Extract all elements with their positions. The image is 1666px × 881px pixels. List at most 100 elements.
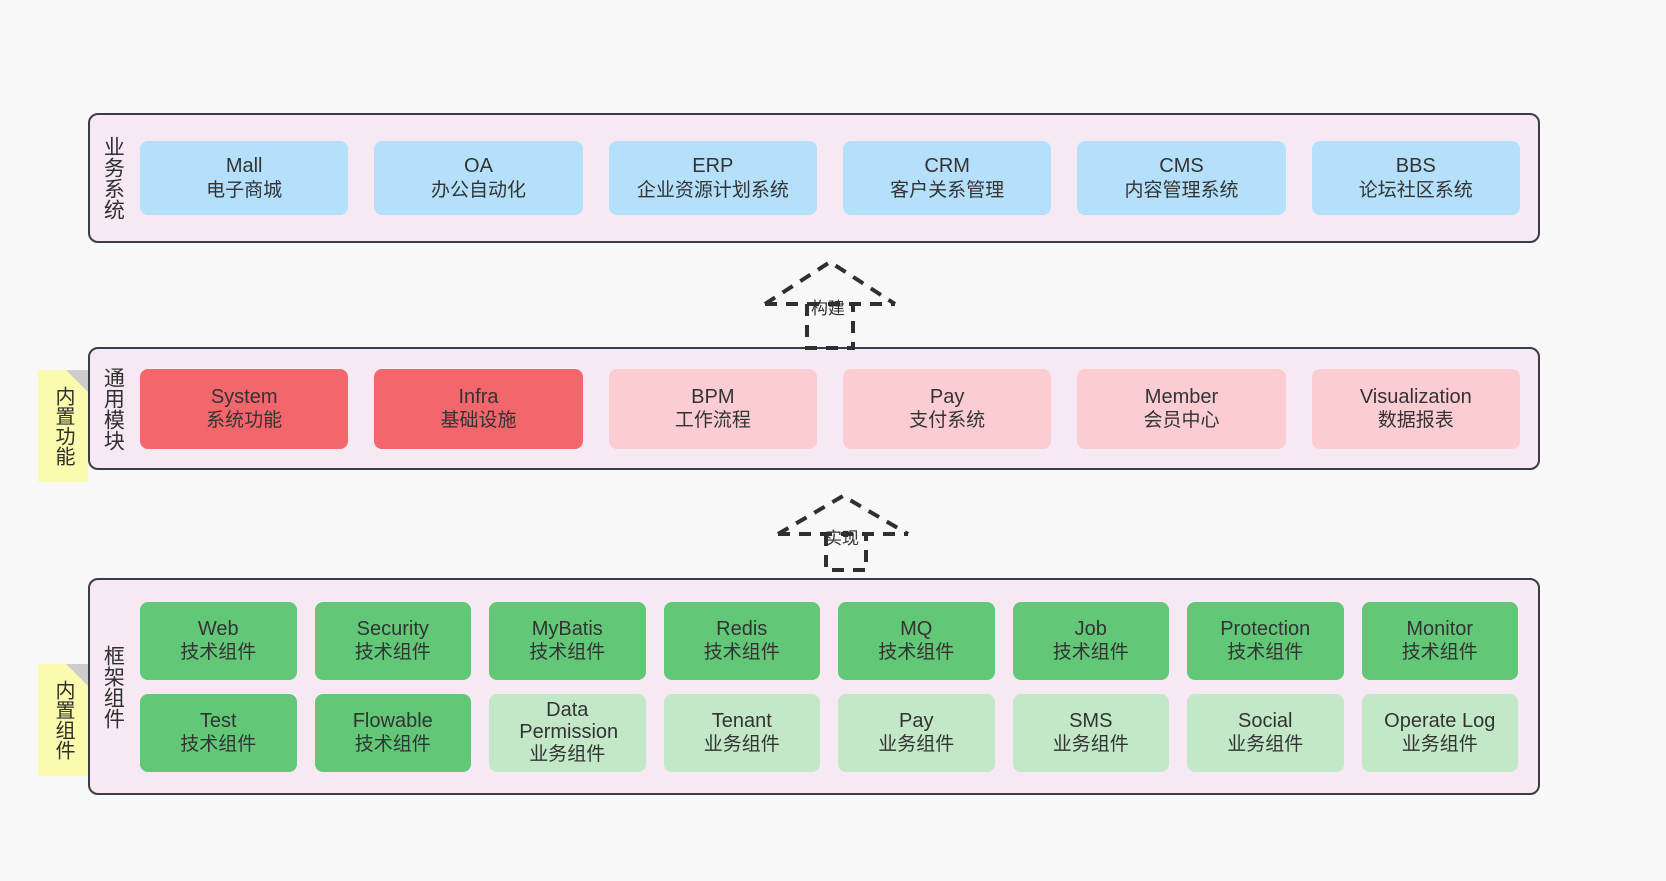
node-system[interactable]: System 系统功能 — [140, 368, 349, 449]
note-label: 内置组件 — [52, 680, 74, 760]
node-title: System — [210, 385, 278, 408]
node-title: Data Permission — [519, 698, 619, 743]
node-title: Visualization — [1359, 385, 1472, 408]
node-test[interactable]: Test 技术组件 — [140, 693, 297, 772]
node-subtitle: 客户关系管理 — [890, 179, 1005, 201]
node-bbs[interactable]: BBS 论坛社区系统 — [1311, 141, 1520, 215]
node-title: Flowable — [352, 709, 433, 732]
node-title: Infra — [458, 385, 499, 408]
node-title: Redis — [716, 617, 768, 640]
node-mybatis[interactable]: MyBatis 技术组件 — [489, 601, 646, 680]
layer-title-framework-component: 框架组件 — [101, 644, 125, 729]
node-sms[interactable]: SMS 业务组件 — [1012, 693, 1169, 772]
node-oa[interactable]: OA 办公自动化 — [374, 141, 583, 215]
node-title: Web — [197, 617, 239, 640]
node-title: SMS — [1069, 709, 1113, 732]
node-title: Mall — [225, 155, 263, 178]
node-subtitle: 技术组件 — [1401, 642, 1478, 664]
node-title: Security — [356, 617, 429, 640]
node-subtitle: 业务组件 — [878, 734, 955, 756]
node-erp[interactable]: ERP 企业资源计划系统 — [608, 141, 817, 215]
note-builtin-function: 内置功能 — [38, 370, 88, 482]
node-subtitle: 业务组件 — [1401, 734, 1478, 756]
node-monitor[interactable]: Monitor 技术组件 — [1361, 601, 1518, 680]
arrow-build-icon — [763, 259, 897, 350]
node-tenant[interactable]: Tenant 业务组件 — [663, 693, 820, 772]
node-flowable[interactable]: Flowable 技术组件 — [314, 693, 471, 772]
node-subtitle: 工作流程 — [674, 410, 751, 432]
node-cms[interactable]: CMS 内容管理系统 — [1077, 141, 1286, 215]
node-subtitle: 企业资源计划系统 — [636, 179, 789, 201]
node-crm[interactable]: CRM 客户关系管理 — [842, 141, 1052, 215]
node-title: MyBatis — [531, 617, 603, 640]
node-subtitle: 技术组件 — [354, 734, 431, 756]
node-row: Mall 电子商城 OA 办公自动化 ERP 企业资源计划系统 CRM 客户关系… — [140, 141, 1520, 215]
arrow-build-label: 构建 — [811, 299, 845, 318]
node-row: Test 技术组件 Flowable 技术组件 Data Permission … — [140, 693, 1518, 772]
node-web[interactable]: Web 技术组件 — [140, 601, 297, 680]
node-title: Job — [1074, 617, 1107, 640]
node-title: CMS — [1159, 155, 1204, 178]
node-title: Pay — [929, 385, 965, 408]
node-title: Member — [1144, 385, 1219, 408]
node-subtitle: 技术组件 — [878, 642, 955, 664]
node-subtitle: 技术组件 — [180, 734, 257, 756]
layer-body-framework-component: Web 技术组件 Security 技术组件 MyBatis 技术组件 Redi… — [134, 580, 1538, 793]
node-title: Operate Log — [1384, 709, 1496, 732]
node-protection[interactable]: Protection 技术组件 — [1187, 601, 1344, 680]
arrow-implement-label: 实现 — [825, 529, 859, 548]
node-data-permission[interactable]: Data Permission 业务组件 — [489, 693, 646, 772]
node-title: BPM — [691, 385, 735, 408]
arrow-implement: 实现 — [768, 492, 918, 572]
node-subtitle: 内容管理系统 — [1124, 179, 1239, 201]
layer-framework-component: 框架组件 Web 技术组件 Security 技术组件 MyBatis 技术组件… — [88, 578, 1540, 795]
node-job[interactable]: Job 技术组件 — [1012, 601, 1169, 680]
node-title: MQ — [900, 617, 933, 640]
node-subtitle: 系统功能 — [206, 410, 283, 432]
node-title: Pay — [899, 709, 934, 732]
node-operate-log[interactable]: Operate Log 业务组件 — [1361, 693, 1518, 772]
node-subtitle: 业务组件 — [1052, 734, 1129, 756]
node-title: Protection — [1220, 617, 1311, 640]
node-redis[interactable]: Redis 技术组件 — [663, 601, 820, 680]
node-title: Monitor — [1406, 617, 1474, 640]
node-subtitle: 论坛社区系统 — [1358, 179, 1473, 201]
arrow-implement-icon — [776, 493, 910, 572]
node-subtitle: 业务组件 — [529, 743, 606, 765]
node-subtitle: 技术组件 — [703, 642, 780, 664]
node-subtitle: 技术组件 — [1052, 642, 1129, 664]
node-title: Test — [199, 709, 237, 732]
node-subtitle: 办公自动化 — [430, 179, 526, 201]
node-subtitle: 技术组件 — [1227, 642, 1304, 664]
note-label: 内置功能 — [52, 386, 74, 466]
node-infra[interactable]: Infra 基础设施 — [374, 368, 583, 449]
node-subtitle: 业务组件 — [703, 734, 780, 756]
node-member[interactable]: Member 会员中心 — [1077, 368, 1286, 449]
node-pay[interactable]: Pay 支付系统 — [842, 368, 1052, 449]
node-social[interactable]: Social 业务组件 — [1187, 693, 1344, 772]
layer-body-common-module: System 系统功能 Infra 基础设施 BPM 工作流程 Pay 支付系统… — [134, 349, 1538, 468]
node-title: BBS — [1395, 155, 1436, 178]
node-title: Social — [1238, 709, 1293, 732]
layer-title-business-system: 业务系统 — [101, 136, 125, 220]
note-fold-corner-icon — [66, 370, 88, 392]
node-visualization[interactable]: Visualization 数据报表 — [1311, 368, 1520, 449]
node-row: Web 技术组件 Security 技术组件 MyBatis 技术组件 Redi… — [140, 601, 1518, 680]
node-title: ERP — [692, 155, 734, 178]
layer-body-business-system: Mall 电子商城 OA 办公自动化 ERP 企业资源计划系统 CRM 客户关系… — [134, 115, 1538, 241]
layer-title-common-module: 通用模块 — [101, 366, 125, 451]
node-row: System 系统功能 Infra 基础设施 BPM 工作流程 Pay 支付系统… — [140, 368, 1520, 449]
node-subtitle: 技术组件 — [180, 642, 257, 664]
node-title: OA — [464, 155, 493, 178]
node-mall[interactable]: Mall 电子商城 — [140, 141, 349, 215]
node-subtitle: 基础设施 — [440, 410, 517, 432]
arrow-build: 构建 — [755, 258, 905, 350]
node-bpm[interactable]: BPM 工作流程 — [608, 368, 817, 449]
layer-common-module: 通用模块 System 系统功能 Infra 基础设施 BPM 工作流程 Pay… — [88, 347, 1540, 470]
node-pay-component[interactable]: Pay 业务组件 — [838, 693, 995, 772]
note-fold-corner-icon — [66, 664, 88, 686]
node-subtitle: 技术组件 — [529, 642, 606, 664]
node-mq[interactable]: MQ 技术组件 — [838, 601, 995, 680]
node-security[interactable]: Security 技术组件 — [314, 601, 471, 680]
